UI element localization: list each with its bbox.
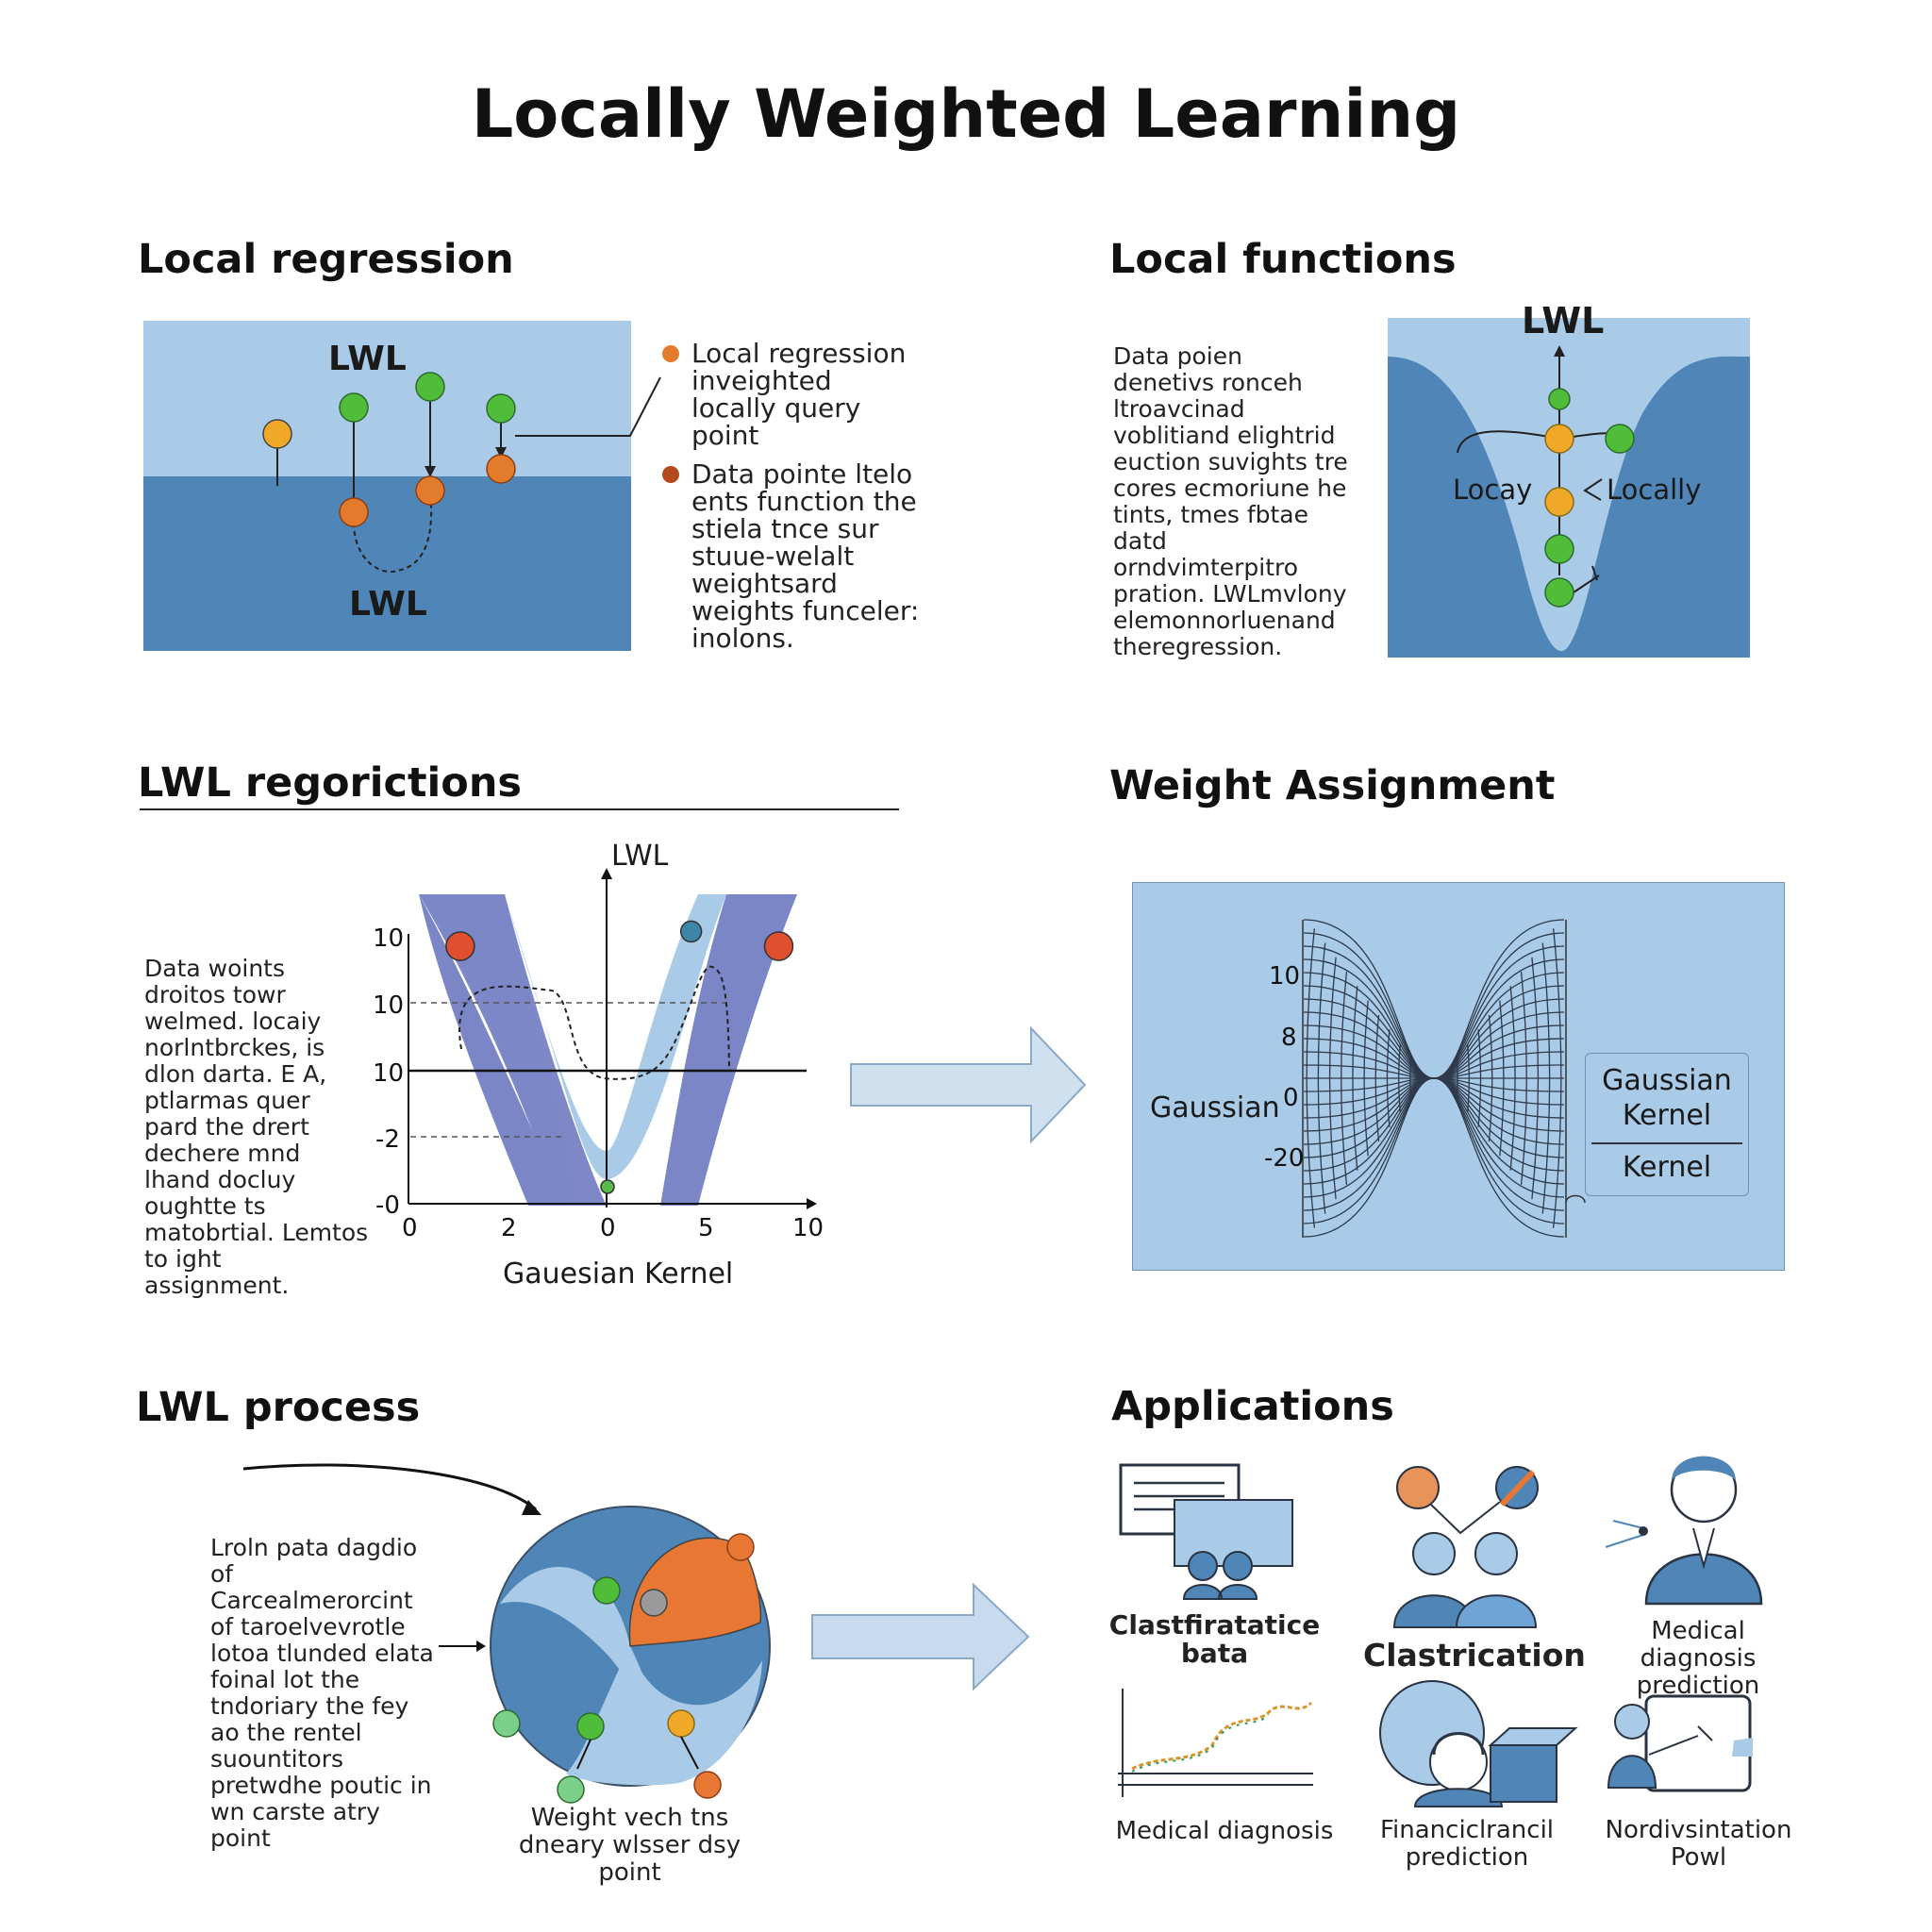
y-tick-label: 10: [373, 924, 405, 953]
green-point: [415, 372, 445, 402]
kernel-callout: Gaussian Kernel Kernel: [1585, 1053, 1749, 1196]
mesh-y-tick: 0: [1283, 1084, 1299, 1112]
orange-point: [486, 454, 516, 484]
local-functions-description: Data poien denetivs ronceh ltroavcinad v…: [1113, 342, 1348, 660]
lwl-process-caption: Weight vech tns dneary wlsser dsy point: [518, 1804, 741, 1887]
line-chart-icon: [1118, 1689, 1313, 1797]
application-label: Clastfiratatice bata: [1108, 1609, 1321, 1669]
heading-underline: [140, 808, 899, 810]
mesh-y-tick: -20: [1264, 1144, 1305, 1173]
legend-item: Data pointe ltelo ents function the stie…: [660, 460, 924, 652]
person-box-icon: [1379, 1680, 1578, 1807]
presenter-icon: [1607, 1694, 1753, 1792]
green-point: [486, 393, 516, 424]
y-tick-label: -0: [375, 1191, 400, 1220]
lwl-label-top: LWL: [328, 340, 407, 378]
x-tick-label: 5: [698, 1214, 714, 1242]
chart-band-right: [660, 894, 797, 1206]
x-tick-label: 0: [402, 1214, 418, 1242]
chart-band-inner: [505, 894, 726, 1179]
orange-dot-icon: [662, 345, 679, 362]
legend-text: Local regression inveighted locally quer…: [691, 338, 907, 451]
lwl-regorictions-description: Data woints droitos towr welmed. locaiy …: [144, 955, 369, 1299]
application-label: Financiclrancil prediction: [1379, 1816, 1555, 1872]
local-functions-lwl-label: LWL: [1522, 300, 1605, 341]
local-regression-heading: Local regression: [138, 236, 514, 283]
callout-subtitle: Kernel: [1622, 1151, 1712, 1184]
mesh-y-tick: 10: [1269, 962, 1301, 991]
local-functions-right-label: Locally: [1607, 474, 1702, 506]
weight-assignment-heading: Weight Assignment: [1109, 762, 1556, 809]
y-tick-label: 10: [373, 991, 405, 1020]
page-title: Locally Weighted Learning: [471, 75, 1461, 153]
yellow-point: [262, 419, 292, 449]
application-label: Medical diagnosis prediction: [1636, 1617, 1760, 1700]
legend-item: Local regression inveighted locally quer…: [660, 340, 924, 449]
panel-lower-band: [143, 476, 631, 651]
green-point: [339, 392, 369, 423]
legend-text: Data pointe ltelo ents function the stie…: [691, 458, 920, 654]
application-label: Clastrication: [1363, 1637, 1586, 1674]
people-classification-icon: [1392, 1466, 1539, 1628]
callout-title: Gaussian Kernel: [1602, 1064, 1732, 1132]
lwl-label-bottom: LWL: [349, 585, 427, 624]
brown-dot-icon: [662, 466, 679, 483]
right-arrow-icon: [811, 1582, 1030, 1691]
gaussian-label: Gaussian: [1150, 1091, 1280, 1124]
x-tick-label: 0: [600, 1214, 616, 1242]
chart-band-left: [419, 894, 607, 1206]
chart-data-point: [763, 931, 794, 961]
x-tick-label: 2: [501, 1214, 517, 1242]
lwl-regorictions-heading: LWL regorictions: [138, 759, 523, 807]
y-tick-label: -2: [375, 1125, 400, 1154]
presentation-icon: [1119, 1463, 1293, 1600]
lwl-process-description: Lroln pata dagdio of Carcealmerorcint of…: [210, 1534, 434, 1852]
y-tick-label: 10: [373, 1059, 405, 1088]
chart-x-label: Gauesian Kernel: [503, 1257, 734, 1291]
doctor-icon: [1605, 1456, 1763, 1606]
chart-data-point: [445, 931, 475, 961]
callout-divider: [1591, 1142, 1742, 1144]
local-functions-heading: Local functions: [1109, 236, 1457, 283]
lwl-process-heading: LWL process: [136, 1384, 421, 1431]
mesh-y-tick: 8: [1281, 1024, 1297, 1052]
applications-heading: Applications: [1111, 1383, 1394, 1430]
local-regression-legend: Local regression inveighted locally quer…: [660, 340, 924, 652]
local-functions-left-label: Locay: [1453, 474, 1533, 506]
application-label: Nordivsintation Powl: [1605, 1816, 1792, 1872]
local-regression-panel: [143, 321, 631, 651]
chart-title: LWL: [611, 840, 669, 873]
orange-point: [415, 475, 445, 506]
chart-data-point: [679, 920, 703, 943]
orange-point: [339, 497, 369, 527]
chart-data-point: [600, 1179, 615, 1194]
application-label: Medical diagnosis: [1115, 1817, 1334, 1845]
x-tick-label: 10: [792, 1214, 824, 1242]
